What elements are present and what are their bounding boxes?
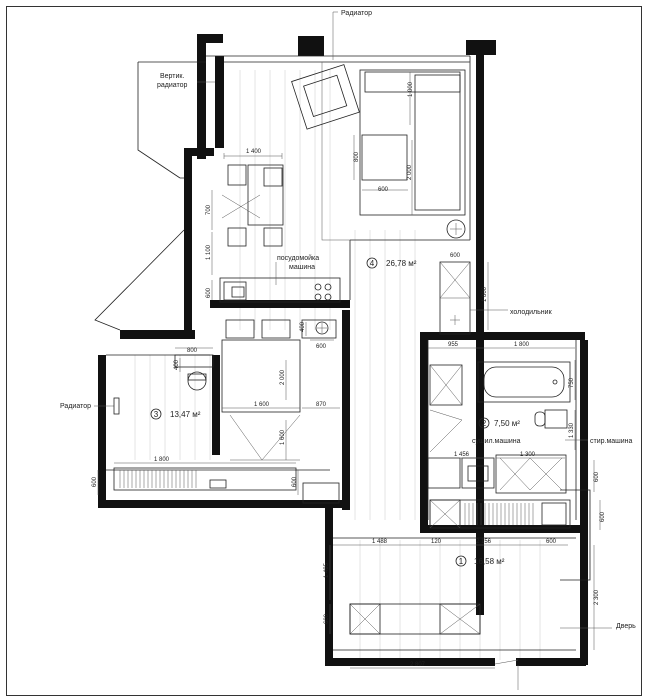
dim-600-nightstand: 600 [316, 344, 327, 350]
dim-2156: 2 156 [476, 539, 492, 545]
dim-1330: 1 330 [569, 422, 575, 438]
dim-2300: 2 300 [594, 589, 600, 605]
bathtub [477, 361, 571, 403]
dishwasher-label-2: машина [289, 264, 315, 271]
room-1-label: 1 16,58 м² [455, 555, 505, 567]
radiator-left-label: Радиатор [60, 403, 91, 410]
dim-600-hall-wardrobe: 600 [600, 511, 606, 522]
dim-600-fridge: 600 [450, 253, 461, 259]
dim-600-coffee: 600 [378, 187, 389, 193]
dim-1000: 1 000 [408, 81, 414, 97]
sofa [359, 69, 466, 216]
entry-door-swing [494, 659, 519, 690]
floor-boards [134, 70, 541, 660]
toilet [534, 409, 568, 429]
room-4-label: 4 26,78 м² [366, 257, 417, 269]
dim-800-desk: 800 [187, 348, 198, 354]
bed [221, 319, 301, 413]
dim-700: 700 [206, 204, 212, 215]
room-4-area: 26,78 м² [386, 259, 417, 268]
room-2-number: 2 [482, 419, 487, 428]
dim-2000-bed: 2 000 [280, 369, 286, 385]
dim-1800-bath: 1 800 [514, 342, 530, 348]
dim-955: 955 [448, 342, 459, 348]
sink-and-machines [427, 454, 567, 494]
vert-radiator-label-2: радиатор [157, 82, 188, 89]
room-3-area: 13,47 м² [170, 410, 201, 419]
dim-2807: 2 807 [410, 662, 426, 668]
vert-radiator-label-1: Вертик. [160, 73, 184, 80]
dim-750: 750 [569, 377, 575, 388]
room-3-label: 3 13,47 м² [150, 408, 201, 420]
dim-1300: 1 300 [520, 452, 536, 458]
dim-1400: 1 400 [246, 149, 262, 155]
bedroom-door-swing [229, 414, 301, 461]
dining-table [221, 164, 284, 247]
door-label: Дверь [616, 623, 636, 630]
floor-lamp [446, 219, 466, 239]
dryer-label: сушил.машина [472, 438, 521, 445]
dim-1488: 1 488 [372, 539, 388, 545]
room-1-area: 16,58 м² [474, 557, 505, 566]
entry-storage [349, 603, 481, 635]
room-3-number: 3 [154, 410, 159, 419]
wardrobe-bedroom [113, 467, 340, 504]
dim-600-wardrobe-left: 600 [92, 476, 98, 487]
dim-600-wardrobe-right: 600 [292, 476, 298, 487]
dimension-lines [97, 72, 601, 669]
dim-1600-bed: 1 600 [254, 402, 270, 408]
radiator-top-label: Радиатор [341, 10, 372, 17]
dim-400-nightstand: 400 [300, 321, 306, 332]
dim-1800-wardrobe: 1 800 [154, 457, 170, 463]
dishwasher-label-1: посудомойка [277, 254, 319, 262]
dim-1100: 1 100 [206, 244, 212, 260]
armchair [291, 64, 360, 130]
dim-600-hall: 600 [546, 539, 557, 545]
dim-1456: 1 456 [454, 452, 470, 458]
walls [98, 34, 588, 666]
bathroom-door-swing [429, 409, 463, 453]
hall-wardrobe [429, 499, 571, 529]
room-1-number: 1 [459, 557, 464, 566]
bathroom-cabinet [429, 364, 463, 406]
kitchen-counter [219, 277, 341, 303]
dim-1800-fridge: 1 800 [482, 286, 488, 302]
fridge-label: холодильник [510, 309, 553, 316]
dim-600-kitchen: 600 [206, 287, 212, 298]
dim-120: 120 [431, 539, 442, 545]
dim-800-coffee: 800 [354, 151, 360, 162]
desk-and-chair [174, 354, 214, 391]
nightstand-lamp [301, 319, 337, 339]
dim-2000-sofa: 2 000 [407, 164, 413, 180]
room-2-label: 2 7,50 м² [478, 417, 520, 429]
dim-600-machines: 600 [594, 471, 600, 482]
dim-870: 870 [316, 402, 327, 408]
rug [321, 61, 471, 241]
dim-1495: 1 495 [324, 562, 330, 578]
annotations: Радиатор Вертик. радиатор посудомойка ма… [60, 10, 636, 630]
drawing-frame [6, 6, 642, 696]
coffee-table [361, 134, 408, 181]
dimension-labels: 1 400 1 000 800 600 2 000 700 1 100 600 … [92, 81, 606, 668]
washer-label: стир.машина [590, 438, 633, 445]
dim-600-entry: 600 [324, 613, 330, 624]
dim-1600-bedroom: 1 600 [280, 429, 286, 445]
dim-400-desk: 400 [174, 359, 180, 370]
room-4-number: 4 [370, 259, 375, 268]
fridge-unit [439, 261, 471, 335]
room-2-area: 7,50 м² [494, 419, 520, 428]
